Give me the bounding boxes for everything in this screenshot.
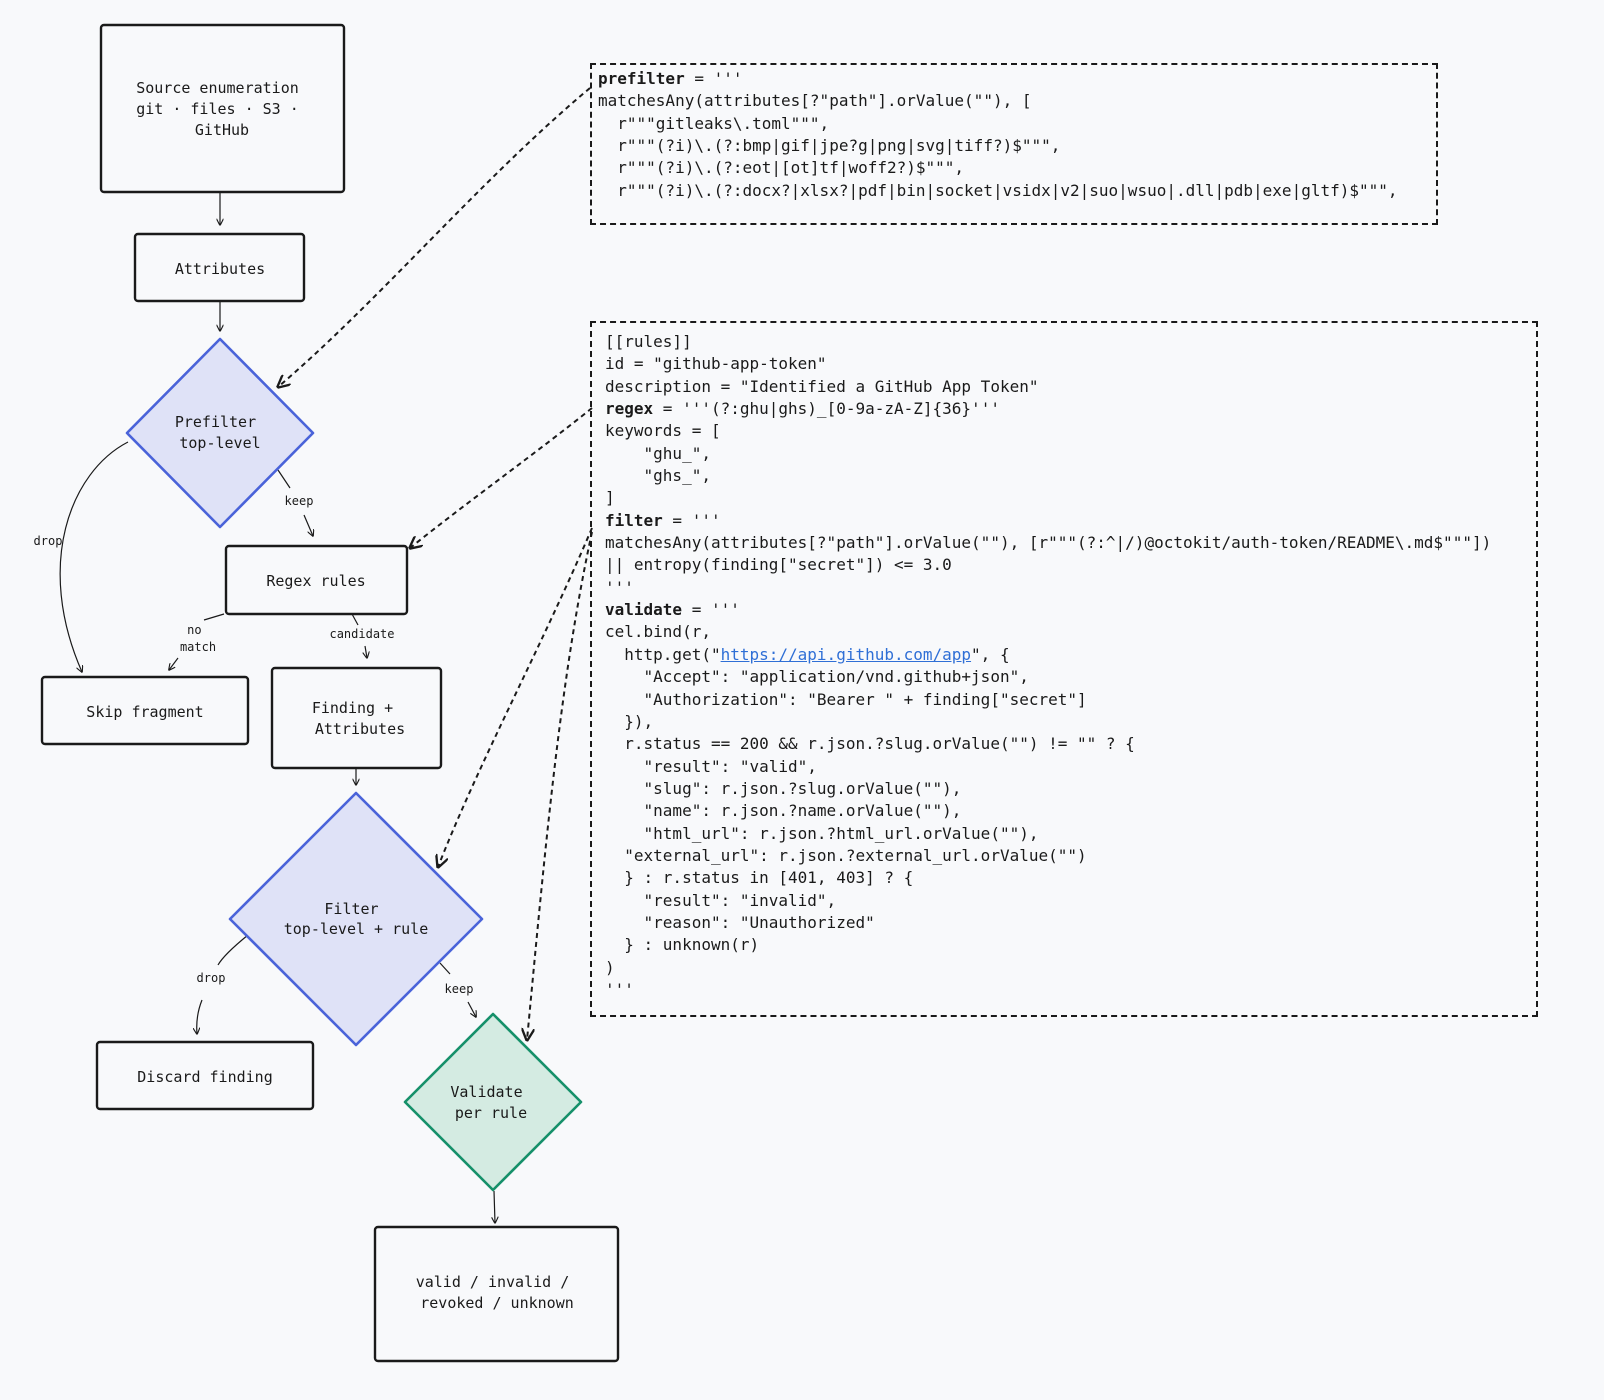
edge-prefilter-keep-arrow bbox=[303, 514, 313, 536]
rule-code-line: matchesAny(attributes[?"path"].orValue("… bbox=[605, 533, 1492, 553]
edge-prefilter-drop bbox=[59, 441, 129, 672]
rule-code-line: description = "Identified a GitHub App T… bbox=[605, 376, 1039, 396]
rule-code-line: regex = '''(?:ghu|ghs)_[0-9a-zA-Z]{36}''… bbox=[605, 399, 1000, 419]
skip-fragment-label: Skip fragment bbox=[86, 703, 203, 721]
edge-filter-drop-a bbox=[217, 934, 249, 966]
rule-code-line: r.status == 200 && r.json.?slug.orValue(… bbox=[605, 734, 1135, 754]
rule-code-line: "reason": "Unauthorized" bbox=[605, 912, 875, 932]
validate-label: Validate per rule bbox=[450, 1083, 531, 1122]
prefilter-code-line: prefilter = ''' bbox=[598, 69, 743, 88]
rule-code-line: ''' bbox=[605, 979, 634, 999]
result-box bbox=[373, 1225, 620, 1363]
prefilter-code-line: r"""(?i)\.(?:bmp|gif|jpe?g|png|svg|tiff?… bbox=[598, 136, 1061, 156]
code-keyword: regex bbox=[605, 399, 654, 419]
attributes-label: Attributes bbox=[175, 260, 265, 278]
rule-code-line: "ghs_", bbox=[605, 466, 711, 486]
rule-code-line: ''' bbox=[605, 577, 634, 597]
edge-label-regex-no-match: no match bbox=[180, 623, 216, 654]
prefilter-code-line: matchesAny(attributes[?"path"].orValue("… bbox=[598, 91, 1032, 111]
skip-fragment-box bbox=[40, 675, 250, 746]
rule-code-line: id = "github-app-token" bbox=[605, 354, 827, 374]
result-label: valid / invalid / revoked / unknown bbox=[416, 1273, 579, 1312]
prefilter-code-line: r"""(?i)\.(?:eot|[ot]tf|woff2?)$""", bbox=[598, 158, 965, 178]
finding-attributes-box bbox=[270, 666, 443, 770]
edge-filter-code-to-filter bbox=[438, 527, 593, 867]
rule-code-line: "Accept": "application/vnd.github+json", bbox=[605, 667, 1029, 687]
rule-code-line: "external_url": r.json.?external_url.orV… bbox=[605, 845, 1087, 865]
validate-diamond bbox=[403, 1012, 583, 1192]
rule-code-line: } : unknown(r) bbox=[605, 935, 760, 955]
edge-regex-no-match-a bbox=[203, 613, 225, 621]
prefilter-diamond bbox=[125, 337, 315, 529]
rule-code-line: ) bbox=[605, 957, 615, 977]
rule-code-line: ] bbox=[605, 488, 615, 508]
rule-code-line: [[rules]] bbox=[605, 332, 692, 351]
source-enumeration-label: Source enumeration git · files · S3 · Gi… bbox=[136, 79, 308, 139]
rule-code-line: validate = ''' bbox=[605, 600, 740, 620]
edge-prefilter-keep bbox=[277, 469, 291, 489]
code-keyword: validate bbox=[605, 600, 683, 620]
filter-diamond bbox=[228, 791, 484, 1047]
edge-filter-keep-a bbox=[439, 962, 451, 975]
regex-rules-label: Regex rules bbox=[266, 572, 365, 590]
rule-code-line: filter = ''' bbox=[605, 510, 721, 530]
rule-code-line: } : r.status in [401, 403] ? { bbox=[605, 868, 914, 888]
edge-validate-code-to-validate bbox=[527, 531, 593, 1040]
edge-label-regex-candidate: candidate bbox=[329, 627, 394, 641]
rule-code-line: keywords = [ bbox=[605, 421, 721, 441]
attributes-box bbox=[133, 232, 306, 303]
rule-code-line: "html_url": r.json.?html_url.orValue("")… bbox=[605, 823, 1039, 843]
edge-prefilter-code-to-prefilter bbox=[278, 87, 591, 387]
edge-filter-keep-b bbox=[467, 1001, 476, 1017]
rule-code-line: cel.bind(r, bbox=[605, 622, 711, 642]
edge-validate-to-result bbox=[494, 1190, 495, 1223]
finding-attributes-label: Finding + Attributes bbox=[312, 699, 405, 738]
rule-code-line: "slug": r.json.?slug.orValue(""), bbox=[605, 778, 962, 798]
prefilter-code: prefilter = ''' matchesAny(attributes[?"… bbox=[598, 68, 1398, 202]
rule-code-line: http.get("https://api.github.com/app", { bbox=[605, 644, 1010, 664]
prefilter-code-line: r"""(?i)\.(?:docx?|xlsx?|pdf|bin|socket|… bbox=[598, 180, 1398, 200]
regex-rules-box bbox=[224, 544, 409, 616]
discard-finding-label: Discard finding bbox=[137, 1068, 272, 1086]
rule-code-line: "result": "valid", bbox=[605, 756, 817, 776]
filter-label: Filter top-level + rule bbox=[284, 900, 429, 938]
prefilter-code-line: r"""gitleaks\.toml""", bbox=[598, 113, 830, 133]
edge-label-prefilter-keep: keep bbox=[285, 494, 314, 508]
edge-label-filter-drop: drop bbox=[197, 971, 226, 985]
code-keyword: prefilter bbox=[598, 69, 685, 88]
discard-finding-box bbox=[95, 1040, 315, 1111]
rule-code-line: || entropy(finding["secret"]) <= 3.0 bbox=[605, 555, 952, 575]
prefilter-label: Prefilter top-level bbox=[175, 413, 265, 452]
api-url-link[interactable]: https://api.github.com/app bbox=[720, 644, 972, 664]
edge-label-filter-keep: keep bbox=[445, 982, 474, 996]
edge-regex-candidate-a bbox=[351, 613, 359, 626]
rule-code: [[rules]] id = "github-app-token" descri… bbox=[605, 331, 1491, 1001]
rule-code-line: "name": r.json.?name.orValue(""), bbox=[605, 801, 962, 821]
edge-label-prefilter-drop: drop bbox=[34, 534, 63, 548]
source-enumeration-box bbox=[99, 23, 346, 194]
rule-code-line: }), bbox=[605, 711, 654, 731]
code-keyword: filter bbox=[605, 510, 663, 530]
edge-regex-code-to-regex-rules bbox=[410, 407, 593, 548]
edge-regex-candidate-b bbox=[365, 645, 367, 658]
edge-regex-no-match-b bbox=[169, 657, 179, 670]
edge-filter-drop-b bbox=[197, 999, 203, 1034]
rule-code-line: "Authorization": "Bearer " + finding["se… bbox=[605, 689, 1087, 709]
rule-code-line: "ghu_", bbox=[605, 443, 711, 463]
rule-code-line: "result": "invalid", bbox=[605, 890, 837, 910]
prefilter-code-box: prefilter = ''' matchesAny(attributes[?"… bbox=[590, 63, 1438, 225]
rule-code-box: [[rules]] id = "github-app-token" descri… bbox=[590, 321, 1538, 1017]
